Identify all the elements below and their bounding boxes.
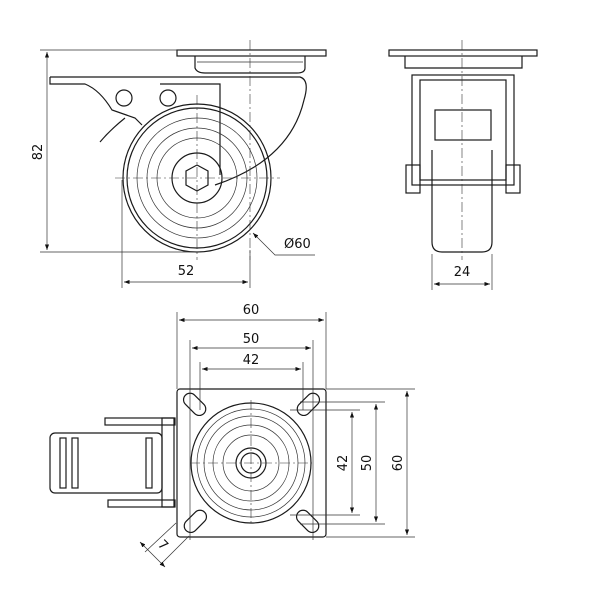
- offset-dim-label: 52: [178, 264, 195, 279]
- plate-width-dim-label: 60: [243, 303, 260, 318]
- height-dim-label: 82: [31, 144, 46, 161]
- slot-width-dim-label: 7: [154, 537, 170, 553]
- hole-outer-v-dim-label: 50: [360, 455, 375, 472]
- width-dim-label: 24: [454, 265, 471, 280]
- hole-inner-v-dim-label: 42: [336, 455, 351, 472]
- front-view: 24: [388, 40, 538, 290]
- hole-inner-dim-label: 42: [243, 353, 260, 368]
- side-view: 82 52 Ø60: [31, 40, 327, 288]
- top-view: 60 50 42 60 50 42 7: [49, 303, 415, 568]
- diameter-dim-label: Ø60: [284, 237, 311, 252]
- hole-outer-dim-label: 50: [243, 332, 260, 347]
- plate-height-dim-label: 60: [391, 455, 406, 472]
